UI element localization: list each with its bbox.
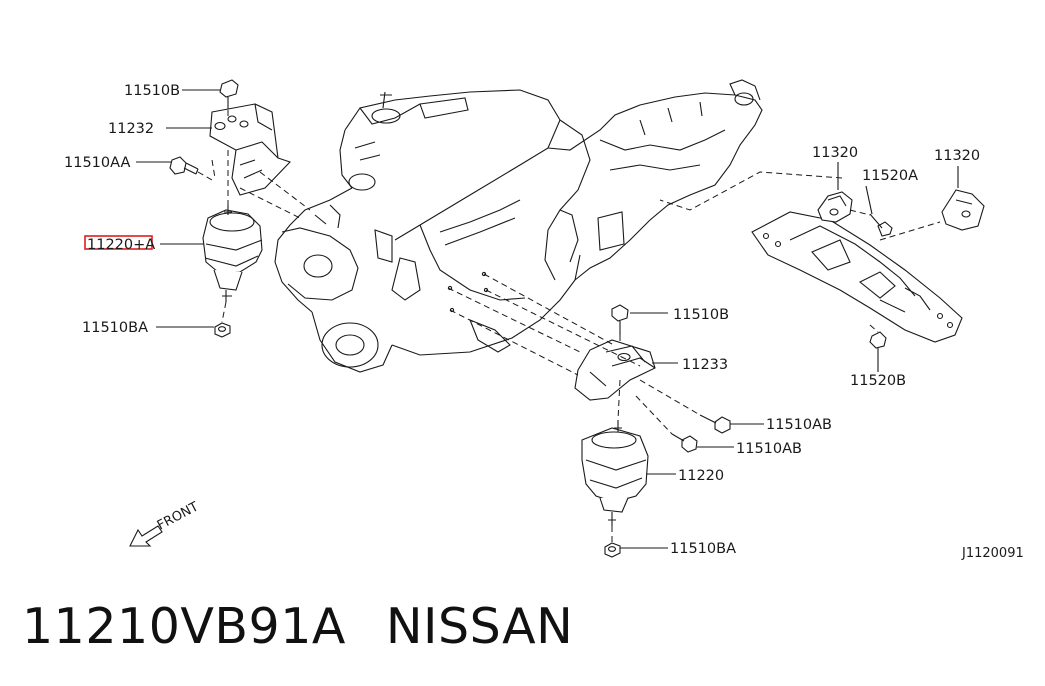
front-arrow-label: FRONT [155, 499, 201, 533]
label-11510ba-right: 11510BA [670, 541, 736, 557]
bracket-11320-right-icon [941, 172, 985, 231]
bolt-11510aa-icon [169, 156, 199, 175]
bolt-11510ab-upper-icon [699, 414, 731, 434]
rear-crossmember-assembly [659, 171, 985, 362]
label-11220a: 11220+A [87, 237, 155, 253]
label-11510b-top: 11510B [124, 83, 180, 99]
bolt-11510ab-lower-icon [671, 433, 698, 453]
label-11510ba-left: 11510BA [82, 320, 148, 336]
bolt-11510b-top-icon [219, 79, 239, 110]
label-11232: 11232 [108, 121, 154, 137]
label-11220: 11220 [678, 468, 724, 484]
label-11510ab-upper: 11510AB [766, 417, 832, 433]
label-11510aa: 11510AA [64, 155, 130, 171]
brand-name: NISSAN [385, 598, 574, 655]
label-11520a: 11520A [862, 168, 918, 184]
nut-11510ba-left-icon [214, 322, 231, 338]
label-11510b-right: 11510B [673, 307, 729, 323]
part-number: 11210VB91A [22, 598, 346, 655]
bolt-11520b-icon [869, 331, 887, 362]
nut-11510ba-right-icon [604, 542, 621, 558]
engine-block-drawing [274, 89, 591, 373]
label-11320-left: 11320 [812, 145, 858, 161]
right-mount-assembly [447, 273, 731, 558]
bolt-11520a-icon [869, 213, 893, 237]
label-11510ab-lower: 11510AB [736, 441, 802, 457]
bracket-11233-icon [574, 339, 656, 401]
leader-lines [136, 89, 959, 549]
label-11320-right: 11320 [934, 148, 980, 164]
label-11520b: 11520B [850, 373, 906, 389]
drawing-code: J1120091 [961, 546, 1024, 561]
bracket-11232-icon [209, 103, 291, 196]
engine-mount-11220a-icon [202, 205, 263, 302]
part-caption: 11210VB91A NISSAN [22, 598, 573, 655]
engine-mount-11220-icon [581, 420, 649, 526]
highlight-box-11220a [84, 235, 153, 250]
bolt-11510b-right-icon [611, 304, 629, 335]
bracket-11320-left-icon [817, 178, 853, 223]
front-direction-arrow: FRONT [129, 499, 201, 547]
transmission-drawing [547, 79, 763, 281]
label-11233: 11233 [682, 357, 728, 373]
parts-diagram: FRONT 11510B 11232 11510AA 11220+A 11510… [64, 79, 1024, 561]
left-mount-assembly [169, 79, 311, 338]
